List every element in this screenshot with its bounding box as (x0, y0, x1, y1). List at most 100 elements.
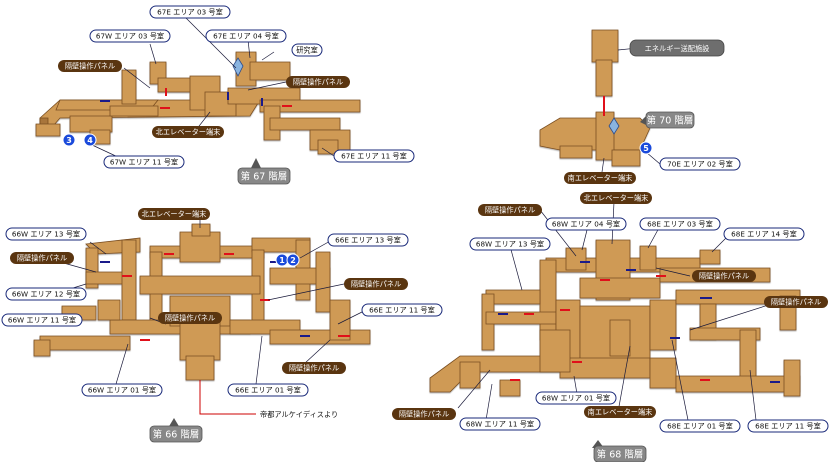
svg-text:66W エリア 01 号室: 66W エリア 01 号室 (88, 386, 156, 395)
svg-text:68W エリア 01 号室: 68W エリア 01 号室 (542, 394, 610, 403)
svg-text:66W エリア 13 号室: 66W エリア 13 号室 (12, 230, 80, 239)
svg-text:1: 1 (279, 256, 285, 265)
marker-2: 2 (286, 253, 300, 267)
svg-text:70E エリア 02 号室: 70E エリア 02 号室 (667, 160, 733, 169)
panel-label-67b: 隔壁操作パネル (286, 76, 350, 88)
panel-label-68d: 隔壁操作パネル (392, 408, 456, 420)
svg-text:隔壁操作パネル: 隔壁操作パネル (165, 314, 215, 323)
room-label-66w01: 66W エリア 01 号室 (81, 383, 163, 397)
panel-label-66c: 隔壁操作パネル (158, 312, 222, 324)
svg-text:隔壁操作パネル: 隔壁操作パネル (293, 78, 343, 87)
room-label-70e02: 70E エリア 02 号室 (659, 157, 741, 171)
room-label-66e01: 66E エリア 01 号室 (227, 383, 309, 397)
terminal-label-68s: 南エレベーター端末 (584, 406, 656, 418)
room-label-66w13: 66W エリア 13 号室 (5, 227, 87, 241)
svg-text:66E エリア 11 号室: 66E エリア 11 号室 (369, 306, 435, 315)
floor-label-68: 第 68 階層 (592, 440, 647, 462)
room-label-67w11: 67W エリア 11 号室 (103, 155, 185, 169)
terminal-label-67n: 北エレベーター端末 (152, 126, 224, 138)
svg-text:66W エリア 11 号室: 66W エリア 11 号室 (8, 316, 76, 325)
svg-text:隔壁操作パネル: 隔壁操作パネル (65, 62, 115, 71)
svg-text:67E エリア 04 号室: 67E エリア 04 号室 (213, 32, 279, 41)
svg-text:67E エリア 03 号室: 67E エリア 03 号室 (157, 8, 223, 17)
svg-text:第 66 階層: 第 66 階層 (153, 429, 200, 441)
entrance-label: 帝都アルケイディスより (260, 410, 338, 419)
markers: 1 2 3 4 5 (62, 133, 653, 267)
svg-text:第 67 階層: 第 67 階層 (241, 171, 288, 183)
svg-text:4: 4 (87, 136, 93, 145)
svg-text:3: 3 (66, 136, 72, 145)
svg-text:南エレベーター端末: 南エレベーター端末 (568, 174, 633, 183)
svg-text:隔壁操作パネル: 隔壁操作パネル (17, 254, 67, 263)
svg-text:66W エリア 12 号室: 66W エリア 12 号室 (12, 290, 80, 299)
facility-label-energy: エネルギー送配施設 (629, 39, 725, 57)
room-label-68w04: 68W エリア 04 号室 (545, 217, 627, 231)
terminal-label-68n: 北エレベーター端末 (580, 192, 652, 204)
floor-70-layout (539, 29, 651, 167)
room-label-68w01: 68W エリア 01 号室 (535, 391, 617, 405)
marker-4: 4 (83, 133, 97, 147)
floor-68-layout (429, 239, 801, 397)
svg-text:南エレベーター端末: 南エレベーター端末 (588, 408, 653, 417)
terminal-label-70s: 南エレベーター端末 (564, 172, 636, 184)
room-label-66e11: 66E エリア 11 号室 (361, 303, 443, 317)
svg-text:68E エリア 01 号室: 68E エリア 01 号室 (667, 422, 733, 431)
floor-66-layout (33, 223, 371, 381)
svg-text:68E エリア 14 号室: 68E エリア 14 号室 (731, 230, 797, 239)
floor-label-67: 第 67 階層 (237, 158, 291, 185)
svg-text:隔壁操作パネル: 隔壁操作パネル (399, 410, 449, 419)
room-label-68w11: 68W エリア 11 号室 (459, 417, 541, 431)
marker-1: 1 (275, 253, 289, 267)
room-label-67w03: 67W エリア 03 号室 (89, 29, 171, 43)
svg-text:67E エリア 11 号室: 67E エリア 11 号室 (341, 152, 407, 161)
room-label-66e13: 66E エリア 13 号室 (327, 233, 409, 247)
svg-text:68W エリア 13 号室: 68W エリア 13 号室 (476, 240, 544, 249)
panel-label-68b: 隔壁操作パネル (692, 270, 756, 282)
panel-label-68c: 隔壁操作パネル (764, 296, 828, 308)
svg-text:67W エリア 03 号室: 67W エリア 03 号室 (96, 32, 164, 41)
svg-text:北エレベーター端末: 北エレベーター端末 (584, 194, 649, 203)
svg-text:2: 2 (290, 256, 296, 265)
svg-text:隔壁操作パネル: 隔壁操作パネル (351, 280, 401, 289)
crystal-70 (608, 117, 620, 135)
svg-text:北エレベーター端末: 北エレベーター端末 (142, 210, 207, 219)
svg-text:68W エリア 04 号室: 68W エリア 04 号室 (552, 220, 620, 229)
svg-text:5: 5 (643, 144, 649, 153)
svg-text:隔壁操作パネル: 隔壁操作パネル (289, 364, 339, 373)
svg-text:北エレベーター端末: 北エレベーター端末 (156, 128, 221, 137)
room-label-66w12: 66W エリア 12 号室 (5, 287, 87, 301)
svg-text:66E エリア 01 号室: 66E エリア 01 号室 (235, 386, 301, 395)
floor-67-layout (35, 51, 361, 155)
marker-3: 3 (62, 133, 76, 147)
svg-text:隔壁操作パネル: 隔壁操作パネル (699, 272, 749, 281)
panel-labels: 隔壁操作パネル 隔壁操作パネル 北エレベーター端末 南エレベーター端末 北エレベ… (10, 60, 828, 420)
svg-text:研究室: 研究室 (296, 46, 318, 55)
panel-label-66b: 隔壁操作パネル (344, 278, 408, 290)
svg-text:68W エリア 11 号室: 68W エリア 11 号室 (466, 420, 534, 429)
floor-label-70: 第 70 階層 (640, 111, 695, 129)
room-label-67e11: 67E エリア 11 号室 (333, 149, 415, 163)
room-label-67e03: 67E エリア 03 号室 (149, 5, 231, 19)
room-label-68w13: 68W エリア 13 号室 (469, 237, 551, 251)
panel-label-66a: 隔壁操作パネル (10, 252, 74, 264)
svg-text:68E エリア 11 号室: 68E エリア 11 号室 (755, 422, 821, 431)
floor-label-66: 第 66 階層 (149, 418, 203, 443)
room-label-68e14: 68E エリア 14 号室 (723, 227, 805, 241)
room-label-66w11: 66W エリア 11 号室 (1, 313, 83, 327)
svg-text:隔壁操作パネル: 隔壁操作パネル (485, 206, 535, 215)
room-label-68e01: 68E エリア 01 号室 (659, 419, 741, 433)
floor-67-doors (100, 88, 292, 109)
marker-5: 5 (639, 141, 653, 155)
crystal-67 (232, 57, 244, 77)
svg-text:第 68 階層: 第 68 階層 (597, 449, 644, 461)
svg-text:66E エリア 13 号室: 66E エリア 13 号室 (335, 236, 401, 245)
terminal-label-66n: 北エレベーター端末 (138, 208, 210, 220)
entrance-line-66 (199, 380, 256, 415)
svg-text:67W エリア 11 号室: 67W エリア 11 号室 (110, 158, 178, 167)
panel-label-68a: 隔壁操作パネル (478, 204, 542, 216)
room-label-68e03: 68E エリア 03 号室 (639, 217, 721, 231)
room-label-67e04: 67E エリア 04 号室 (205, 29, 287, 43)
room-label-68e11: 68E エリア 11 号室 (747, 419, 829, 433)
panel-label-66d: 隔壁操作パネル (282, 362, 346, 374)
